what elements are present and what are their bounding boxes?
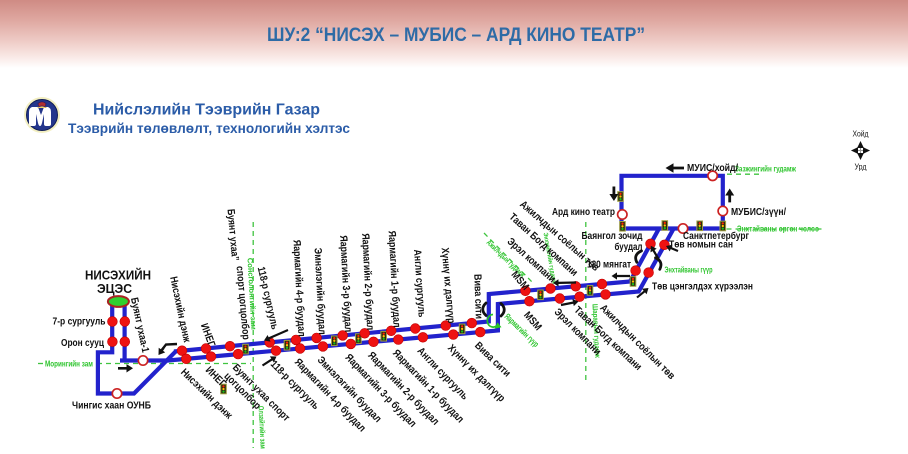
svg-text:НИСЭХИЙН: НИСЭХИЙН <box>85 268 151 283</box>
svg-text:Төв номын сан: Төв номын сан <box>669 239 733 251</box>
svg-text:120 мянгат: 120 мянгат <box>587 258 631 270</box>
svg-text:Санктпетербург: Санктпетербург <box>683 230 749 242</box>
svg-text:Урд: Урд <box>855 162 867 172</box>
svg-text:Зазжингийн гудамж: Зазжингийн гудамж <box>735 164 797 174</box>
svg-text:ЭЦЭС: ЭЦЭС <box>97 282 132 296</box>
svg-text:буудал: буудал <box>615 241 643 253</box>
svg-text:Энхтайваны өргөн чөлөө: Энхтайваны өргөн чөлөө <box>737 224 819 234</box>
svg-text:Хойд: Хойд <box>853 128 869 138</box>
svg-text:Эмнэлэгийн буудал: Эмнэлэгийн буудал <box>312 248 329 336</box>
svg-text:Яармагийн 1-р буудал: Яармагийн 1-р буудал <box>386 230 403 327</box>
svg-text:Буянт ухаа”: Буянт ухаа” <box>224 208 240 261</box>
svg-text:Яармагийн 4-р буудал: Яармагийн 4-р буудал <box>290 240 307 337</box>
svg-text:Чингис хаан ОУНБ: Чингис хаан ОУНБ <box>72 401 151 412</box>
svg-text:Баянгол зочид: Баянгол зочид <box>582 230 643 242</box>
svg-text:7-р сургууль: 7-р сургууль <box>53 316 106 327</box>
svg-text:МУБИС/зүүн/: МУБИС/зүүн/ <box>731 206 786 218</box>
svg-text:Нийслэлийн Тээврийн Газар: Нийслэлийн Тээврийн Газар <box>93 102 320 119</box>
svg-text:Морингийн зам: Морингийн зам <box>45 359 93 369</box>
svg-text:Энхтайваны гүүр: Энхтайваны гүүр <box>665 265 713 275</box>
svg-text:Ард кино театр: Ард кино театр <box>552 207 615 218</box>
svg-text:Орон сууц: Орон сууц <box>61 338 105 349</box>
svg-text:Төв цэнгэлдэх хүрээлэн: Төв цэнгэлдэх хүрээлэн <box>652 281 753 293</box>
svg-text:Тээврийн төлөвлөлт, технологий: Тээврийн төлөвлөлт, технологийн хэлтэс <box>68 120 350 136</box>
svg-text:Яармагийн 3-р буудал: Яармагийн 3-р буудал <box>337 235 354 332</box>
svg-text:Олзайтийн зам: Олзайтийн зам <box>257 406 268 450</box>
svg-text:МУИС/хойд/: МУИС/хойд/ <box>687 162 738 174</box>
svg-text:Сонсголонгийн зам: Сонсголонгийн зам <box>246 258 259 331</box>
svg-text:Англи сургууль: Англи сургууль <box>411 249 428 318</box>
svg-text:Вива сити: Вива сити <box>471 274 485 319</box>
svg-text:ШУ:2 “НИСЭХ – МУБИС – АРД КИНО: ШУ:2 “НИСЭХ – МУБИС – АРД КИНО ТЕАТР” <box>267 25 645 46</box>
svg-text:Шаравын гудамж: Шаравын гудамж <box>591 304 603 359</box>
svg-text:Яармагийн 2-р буудал: Яармагийн 2-р буудал <box>359 233 376 330</box>
